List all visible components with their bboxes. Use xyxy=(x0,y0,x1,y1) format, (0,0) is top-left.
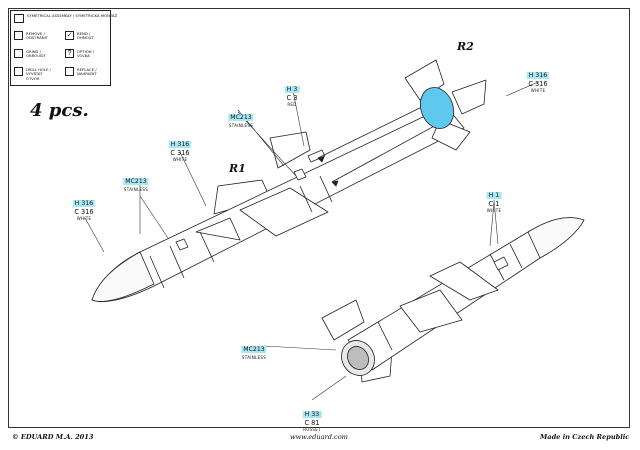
paint-number: C 3 xyxy=(286,94,298,102)
paint-name: STAINLESS xyxy=(123,187,149,192)
paint-callout: H 316 C 316 WHITE xyxy=(72,190,96,221)
legend-remove: Remove / Odstranit xyxy=(26,31,49,41)
legend-drill: Drill hole / Vyvrtat otvor xyxy=(26,67,51,81)
paint-callout: H 33 C 81 RUSSET xyxy=(302,401,322,432)
missile1-fin-lower-rear xyxy=(195,217,241,241)
missile1-nose xyxy=(91,251,155,302)
paint-callout: H 316 C 316 WHITE xyxy=(168,131,192,162)
legend-symmetric: Symetrical assembly / Symetrická montáž xyxy=(27,13,118,18)
paint-callout: MC213 STAINLESS xyxy=(228,104,254,128)
paint-code: H 1 xyxy=(486,192,502,199)
paint-code: H 316 xyxy=(72,200,96,207)
paint-number: C 316 xyxy=(170,149,190,157)
paint-name: RUSSET xyxy=(303,427,321,432)
paint-callout: MC213 STAINLESS xyxy=(123,168,149,192)
paint-number: C 1 xyxy=(488,200,500,208)
missile1-fin-lower-front xyxy=(239,187,329,237)
paint-code: MC213 xyxy=(228,114,254,121)
legend-replace: Replace / Nahradit xyxy=(77,67,97,77)
remove-icon xyxy=(14,31,23,40)
copyright: © EDUARD M.A. 2013 xyxy=(12,433,94,441)
missile2-fin-left xyxy=(321,299,365,341)
sheet-border xyxy=(8,8,630,428)
paint-callout: H 3 C 3 RED xyxy=(284,76,300,107)
quantity-label: 4 pcs. xyxy=(30,100,89,121)
bend-icon: ✓ xyxy=(65,31,74,40)
paint-callout: H 316 C 316 WHITE xyxy=(526,62,550,93)
part-label-r1: R1 xyxy=(229,162,246,175)
paint-code: H 3 xyxy=(284,86,300,93)
paint-code: MC213 xyxy=(241,346,267,353)
part-label-r2: R2 xyxy=(457,40,474,53)
missile1-tail-fin-right xyxy=(451,79,487,115)
paint-code: H 316 xyxy=(526,72,550,79)
missile1-exhaust xyxy=(419,87,455,129)
drill-hole-icon xyxy=(14,67,23,76)
legend-option: Option / Volba xyxy=(77,49,95,59)
missile2-fin-upper xyxy=(429,261,499,301)
paint-code: H 316 xyxy=(168,141,192,148)
symmetric-assembly-icon xyxy=(14,14,24,23)
paint-name: STAINLESS xyxy=(241,355,267,360)
website: www.eduard.com xyxy=(290,433,348,441)
paint-code: MC213 xyxy=(123,178,149,185)
missile1-fin-upper-front xyxy=(269,131,311,169)
missile2-fin-right xyxy=(399,289,463,333)
paint-number: C 81 xyxy=(304,419,320,427)
paint-name: WHITE xyxy=(76,216,92,221)
paint-name: STAINLESS xyxy=(228,123,254,128)
missile2-nose xyxy=(527,217,585,259)
paint-name: RED xyxy=(287,102,297,107)
grind-icon xyxy=(14,49,23,58)
paint-callout: MC213 STAINLESS xyxy=(241,336,267,360)
paint-name: WHITE xyxy=(172,157,188,162)
symbol-legend: Symetrical assembly / Symetrická montáž … xyxy=(10,10,117,86)
legend-bend: Bend / Ohnout xyxy=(77,31,94,41)
paint-code: H 33 xyxy=(302,411,322,418)
paint-callout: H 1 C 1 WHITE xyxy=(487,182,502,213)
option-icon: ? xyxy=(65,49,74,58)
replace-icon xyxy=(65,67,74,76)
paint-number: C 316 xyxy=(74,208,94,216)
legend-grind: Grind / Obroušit xyxy=(26,49,46,59)
paint-name: WHITE xyxy=(530,88,546,93)
origin: Made in Czech Republic xyxy=(540,433,630,441)
paint-number: C 316 xyxy=(528,80,548,88)
paint-name: WHITE xyxy=(486,208,502,213)
